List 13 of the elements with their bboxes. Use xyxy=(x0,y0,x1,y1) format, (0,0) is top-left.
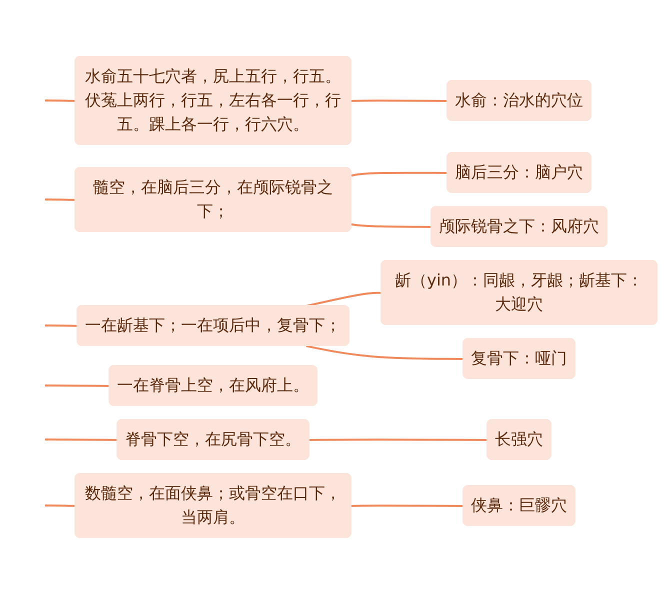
connector xyxy=(351,504,464,507)
connector xyxy=(45,198,76,201)
connector xyxy=(45,438,118,441)
connector xyxy=(45,384,110,387)
connector xyxy=(45,504,76,507)
connector xyxy=(306,292,382,307)
connector xyxy=(351,100,448,102)
connector xyxy=(351,223,432,228)
connector xyxy=(351,172,448,177)
connector xyxy=(306,345,464,360)
connector xyxy=(310,438,488,441)
connector xyxy=(45,100,76,102)
connector xyxy=(45,324,78,327)
